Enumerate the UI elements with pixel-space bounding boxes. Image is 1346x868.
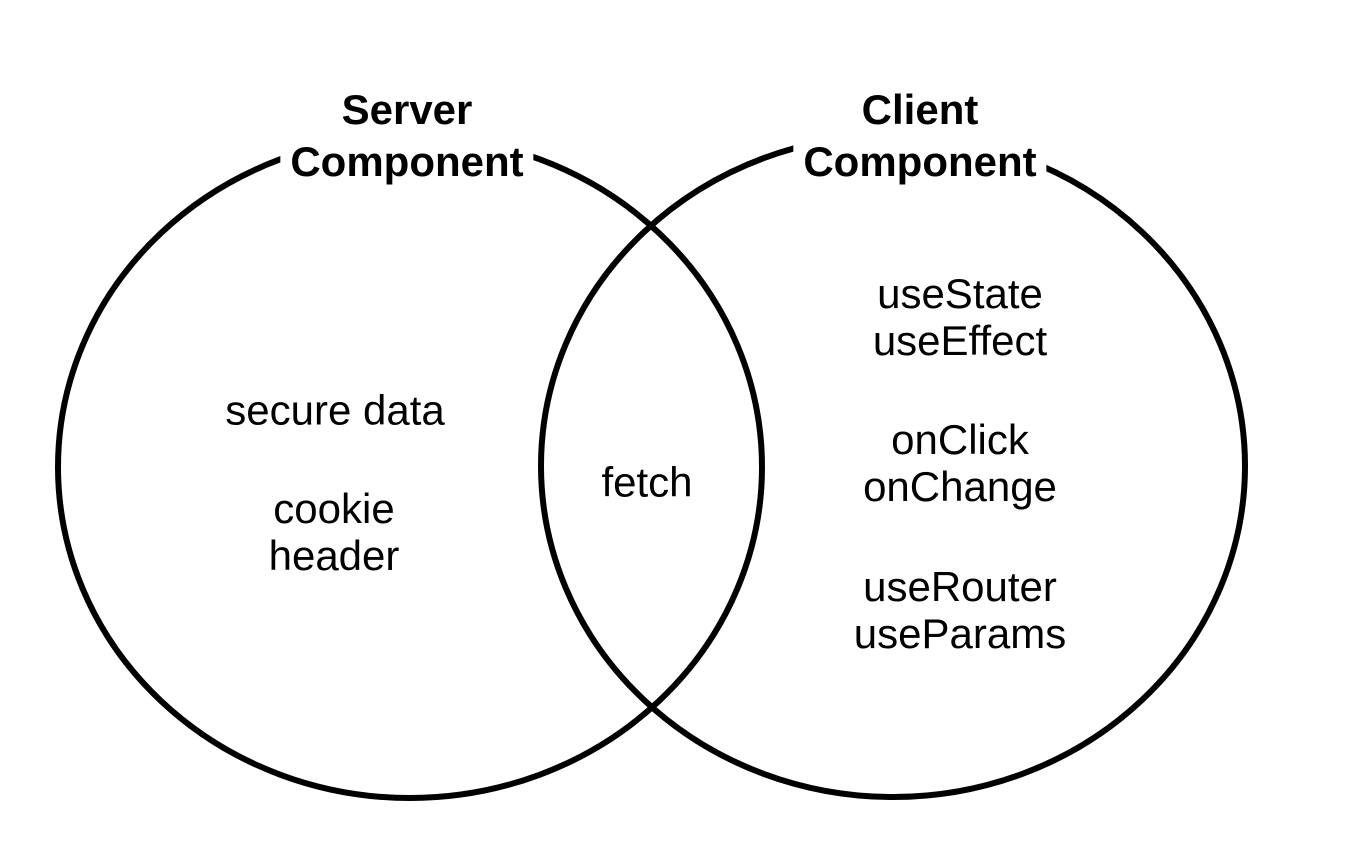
client-item-usestate: useState	[877, 270, 1043, 317]
client-component-title: Client Component	[793, 84, 1047, 188]
client-item-onchange: onChange	[863, 463, 1057, 510]
server-item-cookie-header-group: cookie header	[269, 485, 400, 579]
client-item-click-change-group: onClick onChange	[863, 416, 1057, 510]
client-component-title-line1: Client	[861, 86, 979, 133]
client-item-router-params-group: useRouter useParams	[854, 563, 1066, 657]
overlap-item-fetch: fetch	[601, 458, 693, 506]
server-item-cookie: cookie	[273, 485, 395, 532]
client-item-onclick: onClick	[891, 416, 1029, 463]
client-component-title-line2: Component	[803, 138, 1037, 185]
client-item-state-effect-group: useState useEffect	[873, 270, 1047, 364]
server-component-title-line1: Server	[341, 86, 473, 133]
server-component-title-line2: Component	[290, 138, 524, 185]
client-item-userouter: useRouter	[863, 563, 1057, 610]
client-item-useparams: useParams	[853, 610, 1067, 657]
server-component-title: Server Component	[280, 84, 534, 188]
server-item-secure-data: secure data	[225, 386, 445, 434]
client-item-useeffect: useEffect	[872, 317, 1048, 364]
server-item-header: header	[268, 532, 400, 579]
